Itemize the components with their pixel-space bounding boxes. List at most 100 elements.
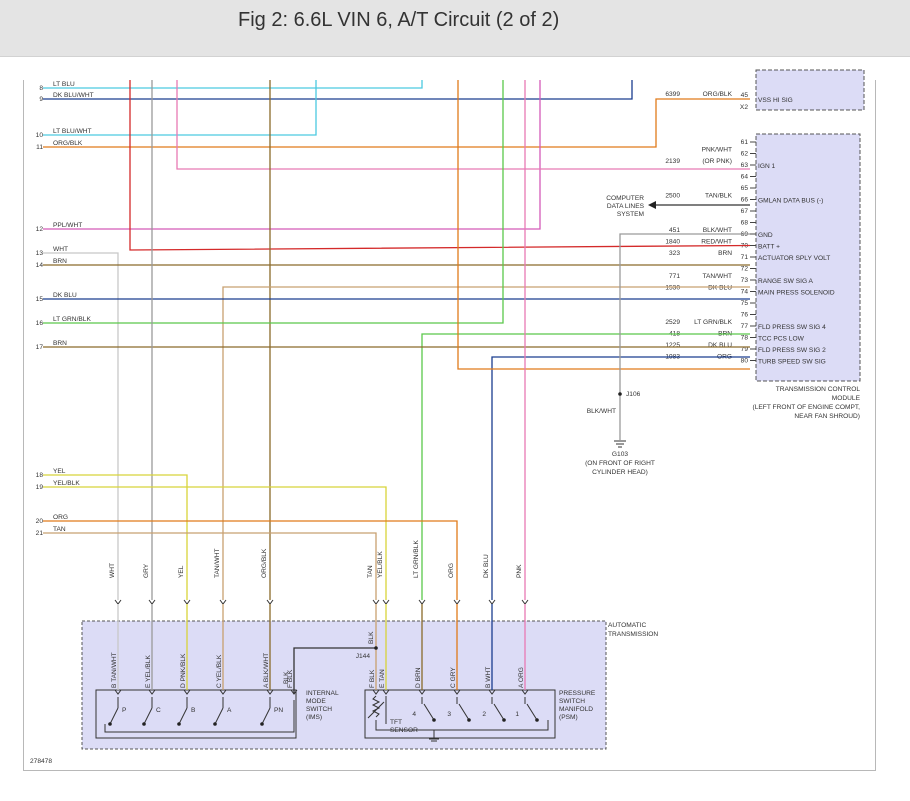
tcm-wire-color: RED/WHT — [701, 239, 732, 246]
left-pin-label: DK BLU — [53, 292, 77, 299]
vertical-wire-label: DK BLU — [483, 554, 490, 578]
ims-pin-label: F BLK — [287, 669, 294, 688]
tcm-signal-label: BATT + — [758, 244, 780, 251]
psm-pin-label: F BLK — [369, 669, 376, 688]
wire-yel — [43, 474, 188, 600]
left-pin-number: 10 — [36, 132, 44, 139]
tft-sensor-label: TFT — [390, 719, 402, 726]
ims-blk-label: BLK — [283, 671, 290, 684]
left-pin-label: LT BLU/WHT — [53, 128, 92, 135]
psm-pin-label: B WHT — [485, 667, 492, 688]
ground-g103-label: (ON FRONT OF RIGHT — [585, 460, 655, 467]
computer-data-lines-label: SYSTEM — [617, 211, 644, 218]
vertical-wire-label: YEL — [178, 565, 185, 578]
tcm-signal-label: IGN 1 — [758, 163, 776, 170]
psm-pin-label: D BRN — [415, 667, 422, 688]
left-pin-number: 19 — [36, 484, 44, 491]
tcm-pin-number: 79 — [741, 346, 749, 353]
vertical-wire-label: ORG/BLK — [261, 548, 268, 578]
connector-chevron — [521, 599, 529, 605]
left-pin-label: BRN — [53, 258, 67, 265]
ims-pin-chevron — [183, 689, 191, 695]
tcm-wire-color: DK BLU — [708, 342, 732, 349]
automatic-transmission-label: TRANSMISSION — [608, 631, 658, 638]
automatic-transmission-box — [81, 620, 607, 750]
ims-switch-label: B — [191, 707, 196, 714]
page-header: Fig 2: 6.6L VIN 6, A/T Circuit (2 of 2) — [0, 0, 910, 57]
psm-pin-chevron — [488, 689, 496, 695]
ims-pin-chevron — [148, 689, 156, 695]
computer-data-lines-label: COMPUTER — [606, 195, 644, 202]
splice-j144-label: J144 — [356, 653, 371, 660]
tcm-pin-number: 62 — [741, 151, 749, 158]
tcm-circuit-number: 2529 — [665, 319, 680, 326]
left-pin-number: 20 — [36, 518, 44, 525]
ims-switch-contact — [260, 722, 264, 726]
splice-j106-label: J106 — [626, 391, 641, 398]
ims-switch-blade — [214, 707, 224, 725]
tcm-module-label: TRANSMISSION CONTROL — [776, 386, 861, 393]
tcm-wire-color: DK BLU — [708, 285, 732, 292]
psm-switch-label: 4 — [412, 711, 416, 718]
page-title: Fig 2: 6.6L VIN 6, A/T Circuit (2 of 2) — [238, 9, 560, 31]
ims-pin-label: E YEL/BLK — [145, 655, 152, 688]
tcm-wire-color: TAN/WHT — [702, 273, 732, 280]
left-pin-label: WHT — [53, 246, 68, 253]
ims-switch-contact — [142, 722, 146, 726]
left-pin-label: TAN — [53, 526, 66, 533]
tcm-signal-label: TCC PCS LOW — [758, 336, 805, 343]
wire-yel-blk — [43, 486, 387, 600]
vertical-wire-label: GRY — [143, 563, 150, 578]
left-pin-label: LT BLU — [53, 81, 75, 88]
tcm-wire-color: BRN — [718, 250, 732, 257]
psm-common-bus — [375, 720, 549, 731]
tcm-module-label: (LEFT FRONT OF ENGINE COMPT, — [753, 404, 861, 411]
psm-switch-blade — [526, 703, 538, 721]
tcm-signal-label: TURB SPEED SW SIG — [758, 359, 826, 366]
left-pin-number: 9 — [39, 96, 43, 103]
psm-label: SWITCH — [559, 698, 585, 705]
left-pin-label: DK BLU/WHT — [53, 92, 94, 99]
psm-switch-label: 3 — [447, 711, 451, 718]
ims-switch-blade — [261, 707, 271, 725]
tcm-wire-color: (OR PNK) — [702, 158, 732, 165]
tcm-pin-number: 80 — [741, 358, 749, 365]
wire-wht — [43, 252, 119, 600]
tft-sensor-arrow — [367, 701, 385, 719]
tft-sensor-resistor — [371, 695, 381, 718]
tcm-pin-number: 68 — [741, 220, 749, 227]
ground-g103-label: CYLINDER HEAD) — [592, 469, 648, 476]
wire-org-blk — [43, 98, 750, 148]
splice-j106-dot — [618, 392, 622, 396]
tcm-circuit-number: 771 — [669, 273, 680, 280]
left-pin-number: 21 — [36, 530, 44, 537]
wire-org-80 — [457, 80, 750, 370]
tcm-pin-number: 77 — [741, 323, 749, 330]
tcm-pin-number: 76 — [741, 312, 749, 319]
ims-label: MODE — [306, 698, 326, 705]
ims-common-bus — [104, 700, 295, 733]
wire-lt-grn-blk-77 — [421, 333, 750, 600]
automatic-transmission-label: AUTOMATIC — [608, 622, 646, 629]
vertical-wire-label: TAN — [367, 565, 374, 578]
ims-switch-label: C — [156, 707, 161, 714]
connector-chevron — [453, 599, 461, 605]
ims-switch-blade — [178, 707, 188, 725]
tcm-module-label: NEAR FAN SHROUD) — [794, 413, 860, 420]
connector-chevron — [114, 599, 122, 605]
wire-pnk-wht — [176, 80, 750, 170]
connector-chevron — [488, 599, 496, 605]
ims-pin-chevron — [219, 689, 227, 695]
vertical-wire-label: WHT — [109, 563, 116, 578]
ims-pin-chevron — [266, 689, 274, 695]
tcm-module-label: MODULE — [832, 395, 861, 402]
tcm-pin-number: 75 — [741, 300, 749, 307]
left-pin-label: ORG — [53, 514, 68, 521]
wire-blk-wht-ground — [619, 233, 750, 440]
tcm-circuit-number: 1225 — [665, 342, 680, 349]
psm-switch-contact — [467, 718, 471, 722]
wire-blk-j144 — [293, 647, 376, 694]
vss-module-box — [755, 69, 865, 111]
j144-wire-label: BLK — [368, 631, 375, 644]
